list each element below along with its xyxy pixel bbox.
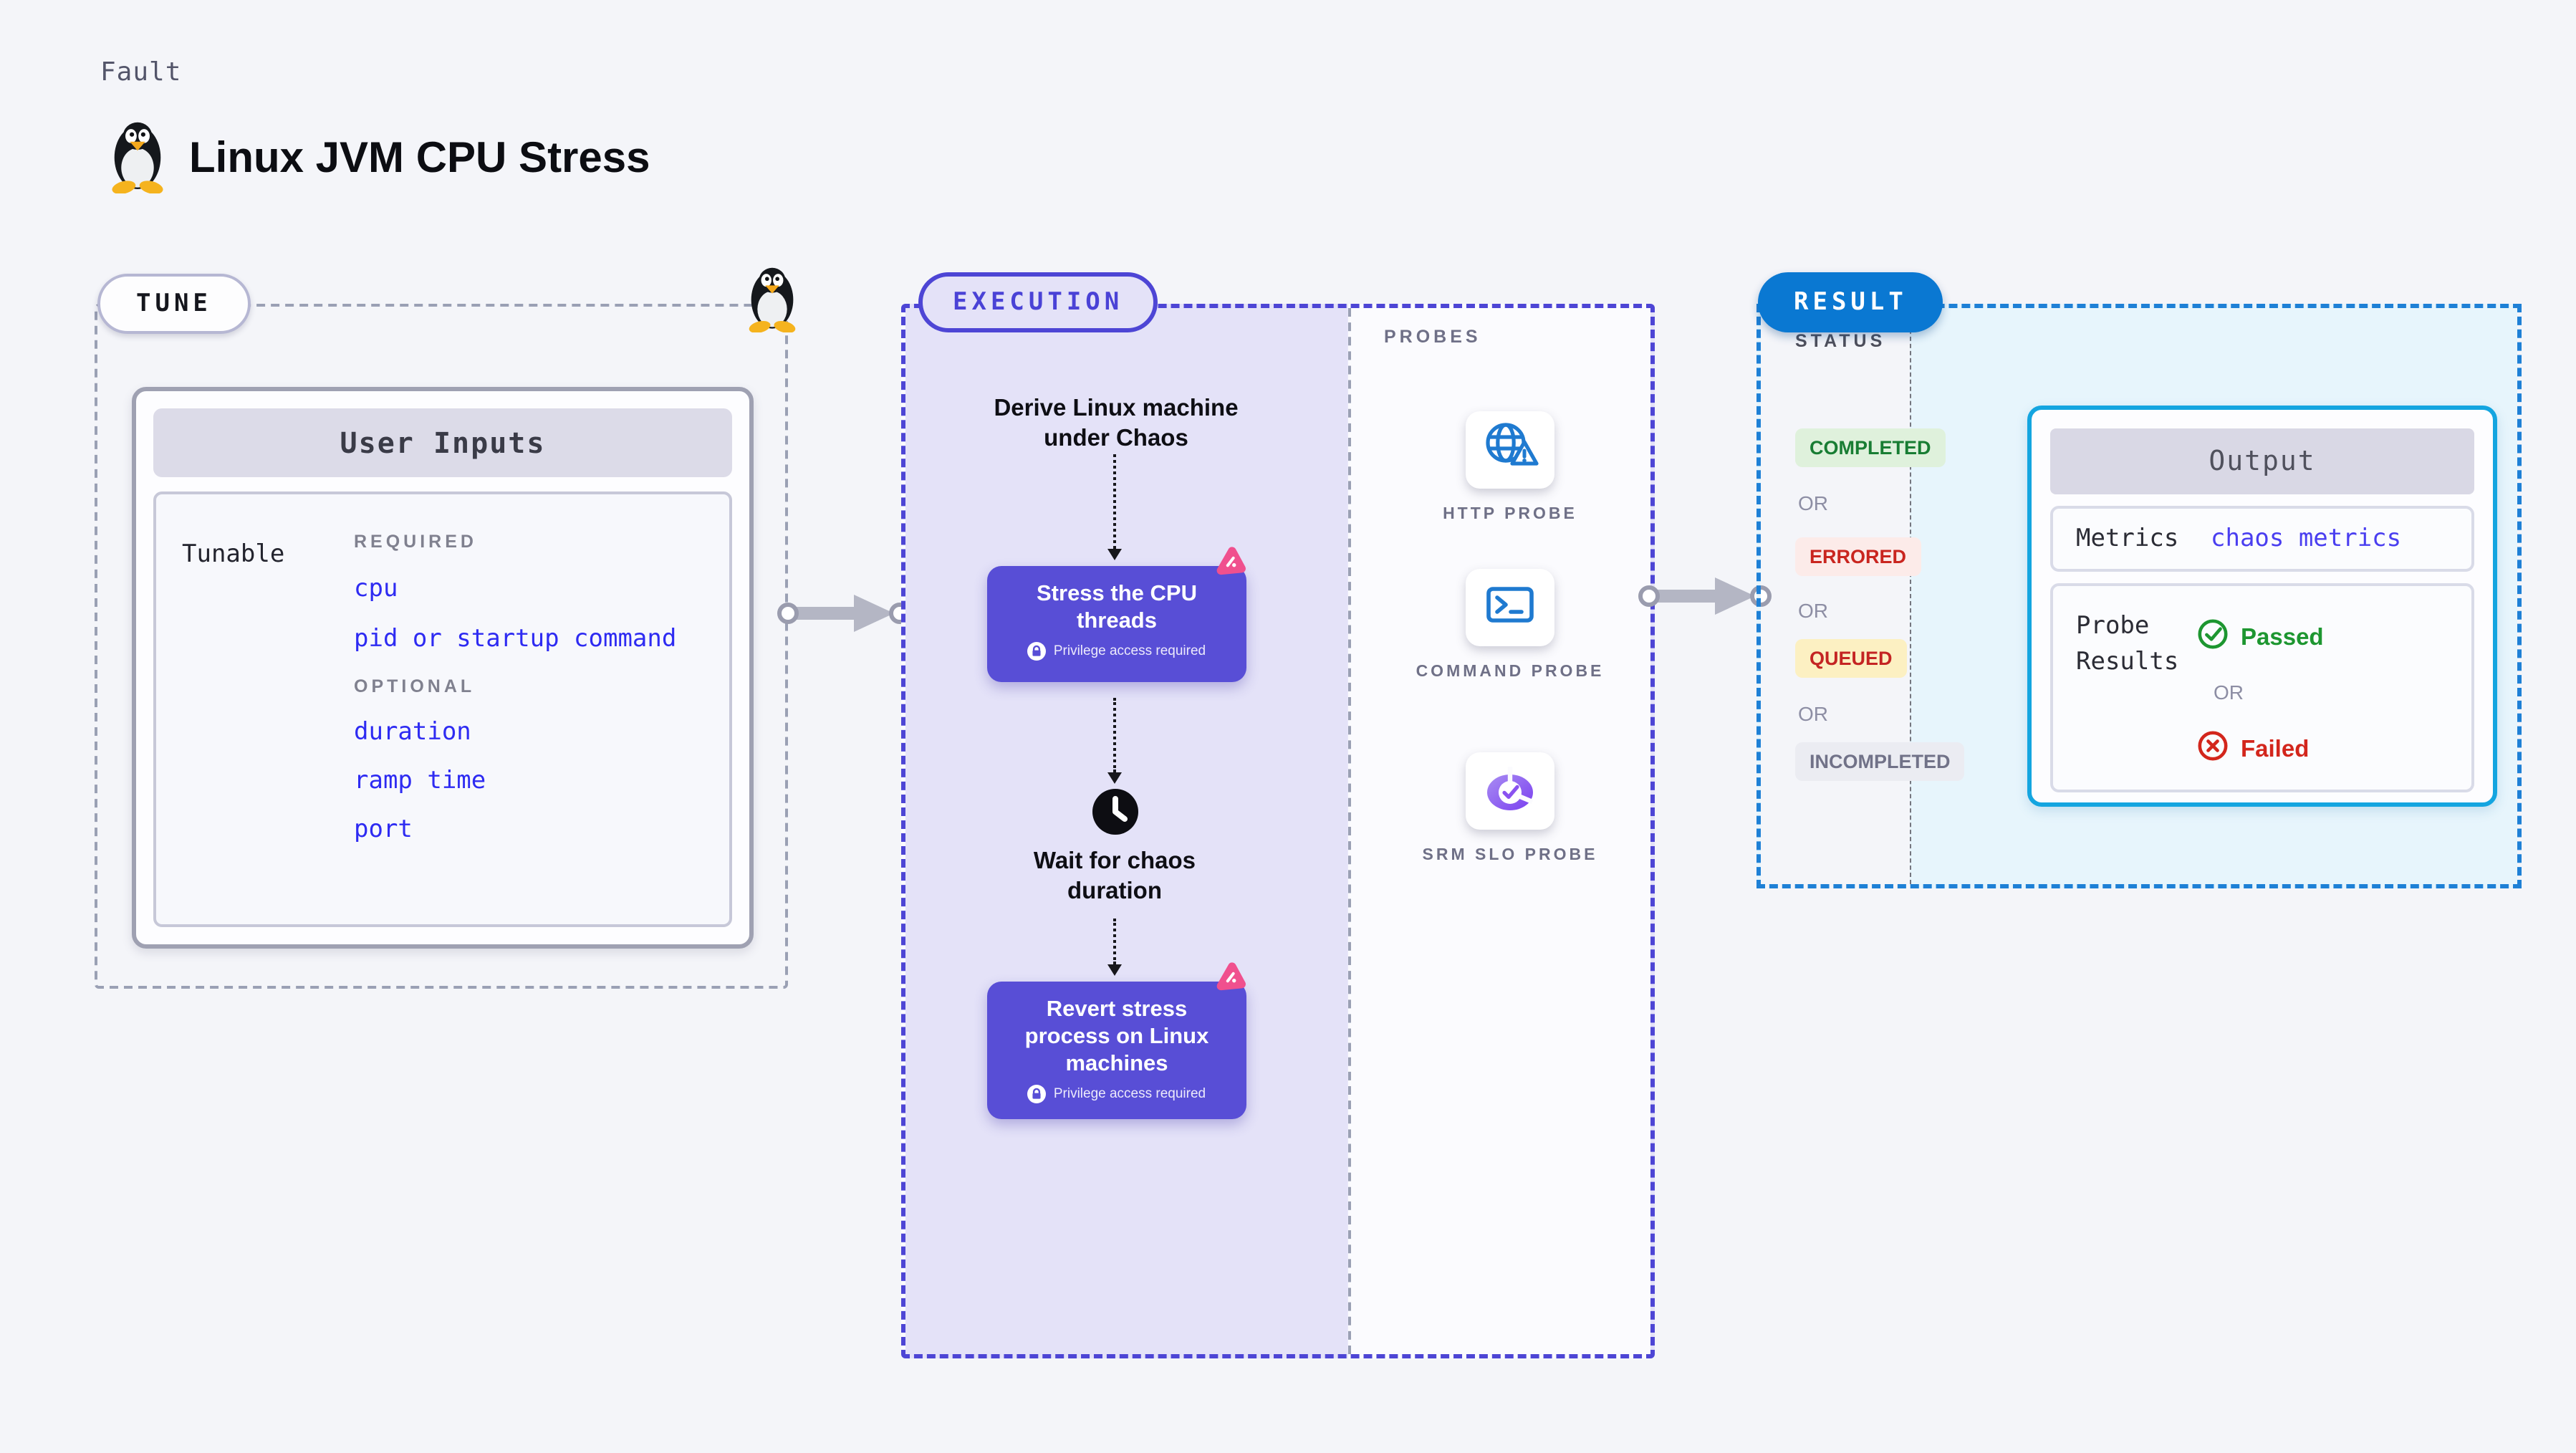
action-step-title: Revert stress process on Linux machines — [1024, 997, 1209, 1076]
wait-step-text: Wait for chaos duration — [1033, 848, 1196, 904]
srm-slo-probe-label: SRM SLO PROBE — [1422, 847, 1598, 864]
http-probe-label: HTTP PROBE — [1443, 506, 1577, 523]
status-badge-queued: QUEUED — [1795, 639, 1907, 678]
action-step-revert-stress: Revert stress process on Linux machines … — [987, 982, 1246, 1119]
lock-icon — [1027, 642, 1047, 661]
tune-panel — [95, 304, 788, 989]
result-pill: RESULT — [1758, 272, 1943, 332]
arrow-tune-to-execution — [777, 588, 911, 646]
probes-label: PROBES — [1384, 327, 1481, 347]
required-group-label: REQUIRED — [354, 532, 477, 552]
passed-result: Passed — [2196, 618, 2324, 658]
tunable-port: port — [354, 815, 413, 844]
globe-alert-icon — [1480, 418, 1540, 482]
probe-results-row: Probe Results Passed OR — [2050, 583, 2474, 792]
command-probe-card — [1466, 569, 1554, 646]
lock-icon — [1027, 1085, 1047, 1103]
arrow-probes-to-result — [1638, 570, 1772, 629]
tunable-pid-or-startup-command: pid or startup command — [354, 625, 677, 653]
execution-panel: Derive Linux machine under Chaos Stress … — [901, 304, 1655, 1358]
command-probe-label: COMMAND PROBE — [1416, 663, 1605, 681]
chaos-litmus-icon — [1211, 960, 1249, 1004]
tunable-row-label: Tunable — [182, 540, 285, 569]
privilege-note-text: Privilege access required — [1053, 643, 1206, 659]
tunable-ramp-time: ramp time — [354, 767, 486, 795]
privilege-note: Privilege access required — [987, 1085, 1246, 1103]
status-badge-completed: COMPLETED — [1795, 428, 1946, 467]
status-badge-incompleted: INCOMPLETED — [1795, 742, 1965, 781]
flow-arrow-down — [1107, 698, 1122, 784]
or-label: OR — [1798, 702, 1828, 725]
result-panel: STATUS COMPLETED OR ERRORED OR QUEUED OR… — [1756, 304, 2522, 888]
probe-results-label: Probe Results — [2076, 612, 2179, 676]
or-label: OR — [1798, 491, 1828, 514]
flow-arrow-down — [1107, 919, 1122, 976]
terminal-icon — [1481, 575, 1539, 640]
page-title: Linux JVM CPU Stress — [189, 135, 650, 182]
metrics-label: Metrics — [2076, 524, 2179, 553]
action-step-stress-cpu: Stress the CPU threads Privilege access … — [987, 566, 1246, 682]
privilege-note: Privilege access required — [987, 642, 1246, 661]
or-label: OR — [1798, 599, 1828, 622]
tunable-duration: duration — [354, 718, 471, 747]
fault-kicker: Fault — [100, 57, 182, 87]
failed-result: Failed — [2196, 729, 2309, 769]
optional-group-label: OPTIONAL — [354, 676, 476, 696]
tunable-cpu: cpu — [354, 575, 398, 603]
action-step-title: Stress the CPU threads — [1037, 582, 1197, 633]
check-circle-icon — [2196, 618, 2229, 658]
flow-arrow-down — [1107, 454, 1122, 560]
execution-pill: EXECUTION — [918, 272, 1158, 332]
execution-probes-divider — [1348, 308, 1351, 1354]
clock-icon — [1090, 787, 1140, 844]
status-label: STATUS — [1795, 331, 1886, 351]
status-badge-errored: ERRORED — [1795, 537, 1921, 576]
privilege-note-text: Privilege access required — [1053, 1086, 1206, 1102]
status-output-divider — [1910, 308, 1911, 884]
failed-text: Failed — [2241, 736, 2310, 762]
slo-pie-check-icon — [1480, 759, 1540, 823]
x-circle-icon — [2196, 729, 2229, 769]
metrics-row: Metrics chaos metrics — [2050, 506, 2474, 572]
http-probe-card — [1466, 411, 1554, 489]
linux-penguin-icon — [103, 115, 172, 201]
output-card: Output Metrics chaos metrics Probe Resul… — [2027, 406, 2497, 807]
user-inputs-header: User Inputs — [153, 408, 732, 477]
linux-penguin-icon — [741, 261, 804, 340]
metrics-value: chaos metrics — [2211, 524, 2402, 553]
tune-pill: TUNE — [97, 274, 251, 334]
derive-step-text: Derive Linux machine under Chaos — [994, 395, 1239, 451]
srm-slo-probe-card — [1466, 752, 1554, 830]
user-inputs-body: Tunable REQUIRED cpu pid or startup comm… — [153, 491, 732, 927]
chaos-litmus-icon — [1211, 545, 1249, 588]
passed-text: Passed — [2241, 624, 2324, 650]
or-label: OR — [2214, 681, 2244, 704]
output-header: Output — [2050, 428, 2474, 494]
user-inputs-card: User Inputs Tunable REQUIRED cpu pid or … — [132, 387, 754, 949]
